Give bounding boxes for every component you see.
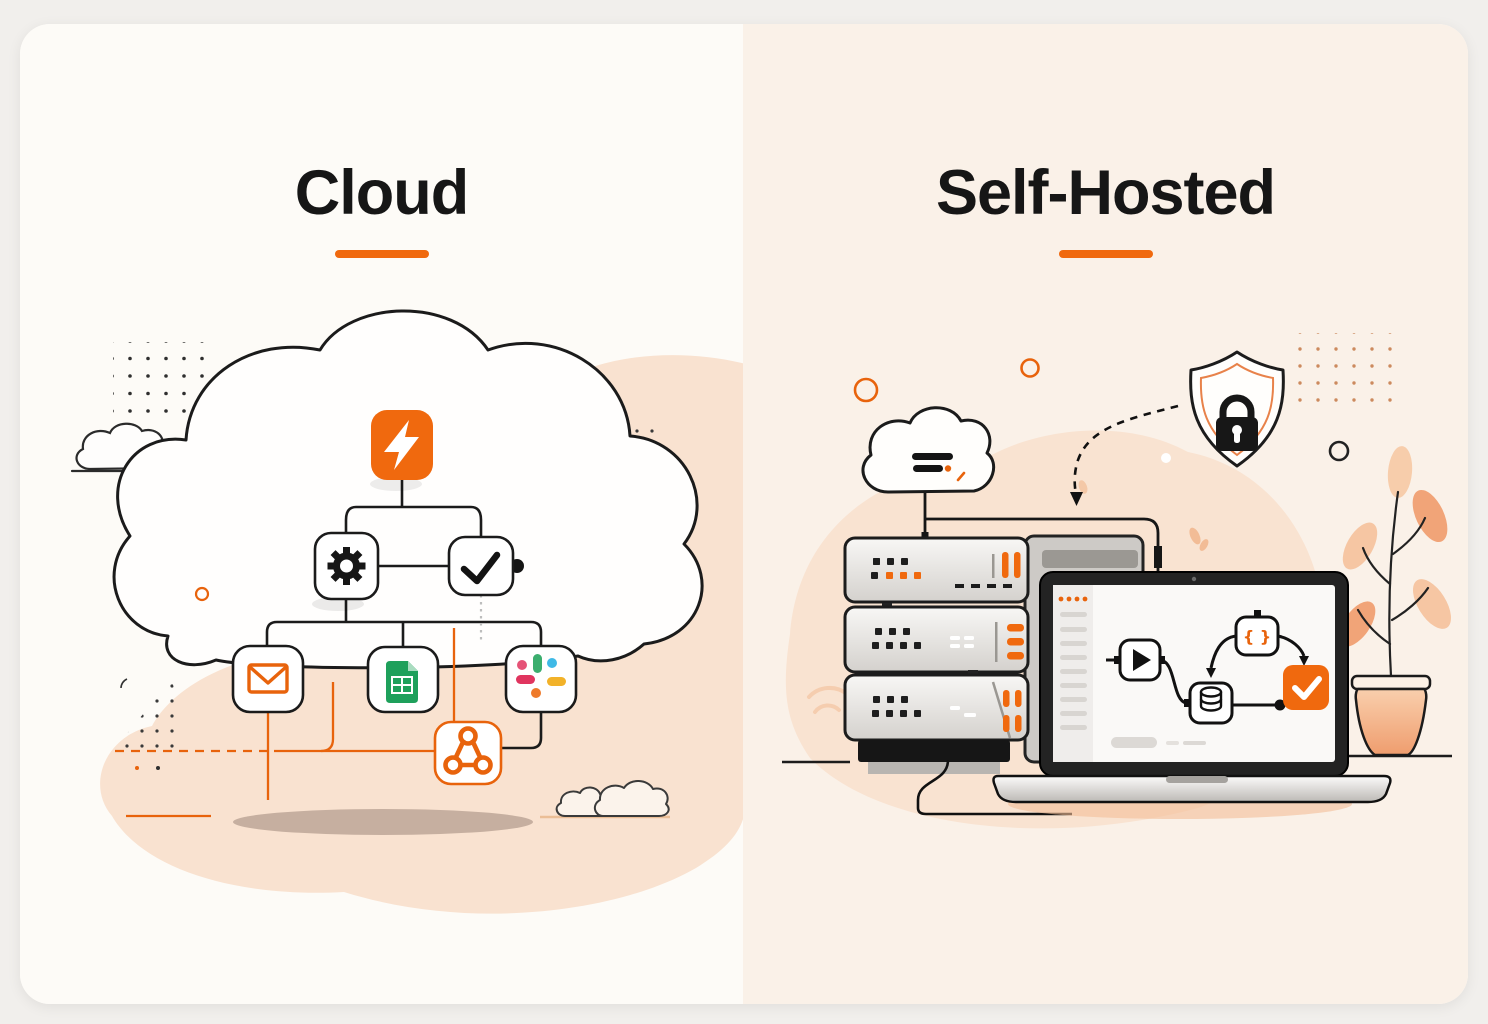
- server-unit-3: [843, 673, 1030, 742]
- screen-workflow: { }: [1106, 610, 1329, 748]
- check-icon: [460, 551, 501, 585]
- cloud-title: Cloud: [294, 158, 469, 228]
- sprig-decoration: [1078, 480, 1209, 551]
- potted-plant: [1338, 446, 1452, 757]
- lightning-icon: [384, 420, 419, 470]
- power-cable: [916, 759, 1072, 816]
- workflow-connectors: [265, 480, 543, 750]
- slack-node: [504, 644, 578, 714]
- database-node: [1184, 681, 1234, 725]
- orange-ring-2: [1020, 358, 1040, 378]
- server-unit-2: [843, 605, 1030, 674]
- network-lines: [921, 493, 1162, 580]
- trigger-node: [370, 410, 433, 491]
- dot-grid-top-right: [1298, 333, 1392, 405]
- gear-node: [312, 531, 380, 611]
- small-clouds-bottom-right: [540, 780, 670, 819]
- cloud-panel-header: Cloud: [20, 152, 743, 258]
- laptop-base: [992, 774, 1392, 804]
- dashed-arrow: [1070, 404, 1179, 506]
- plant-leaves: [1338, 446, 1452, 647]
- sheets-icon: [386, 661, 418, 703]
- self-hosted-title: Self-Hosted: [935, 158, 1276, 228]
- sidebar-orange-dots: [1058, 596, 1088, 602]
- security-shield: [1189, 350, 1285, 468]
- play-icon: [1133, 649, 1151, 671]
- rack-pedestal: [868, 762, 1000, 774]
- rack-base: [858, 740, 1010, 762]
- lock-icon: [1216, 394, 1258, 451]
- illustration-art: { }: [70, 309, 1452, 914]
- webcam-dot: [1191, 576, 1197, 582]
- cloud-title-underline: [334, 250, 429, 258]
- small-orange-ring: [194, 586, 210, 602]
- comparison-card: Cloud Self-Hosted: [20, 24, 1468, 1004]
- plant-stems: [1356, 490, 1430, 678]
- cloud-ground-shadow: [233, 809, 533, 835]
- screen-bottom-bars: [1111, 737, 1206, 748]
- email-icon: [247, 663, 289, 694]
- webhook-icon: [443, 726, 493, 775]
- success-check-icon: [1292, 676, 1322, 700]
- gear-icon: [327, 547, 366, 585]
- sheets-node: [366, 645, 440, 714]
- webhook-node: [433, 720, 503, 786]
- laptop: { }: [992, 571, 1392, 804]
- self-hosted-panel-header: Self-Hosted: [743, 152, 1468, 258]
- database-icon: [1199, 686, 1223, 712]
- black-ring: [1328, 440, 1350, 462]
- play-node: [1114, 638, 1165, 682]
- white-dot: [1161, 453, 1171, 463]
- big-cloud-outline: [112, 309, 704, 670]
- shield-icon: [1189, 350, 1285, 468]
- code-icon: { }: [1243, 627, 1271, 646]
- private-cloud-icon: [861, 406, 996, 494]
- screen-sidebar: [1053, 585, 1093, 762]
- dot-cluster-bottom-left: [115, 678, 185, 770]
- self-hosted-title-underline: [1058, 250, 1153, 258]
- orange-ring-1: [853, 377, 879, 403]
- slack-icon: [516, 654, 566, 698]
- code-node: { }: [1234, 610, 1280, 657]
- server-rack: [843, 536, 1030, 774]
- sidebar-menu-lines: [1060, 612, 1087, 730]
- server-unit-1: [843, 536, 1030, 604]
- success-node: [1283, 665, 1329, 710]
- email-node: [231, 644, 305, 714]
- plant-pot: [1350, 674, 1432, 757]
- check-node: [447, 535, 515, 597]
